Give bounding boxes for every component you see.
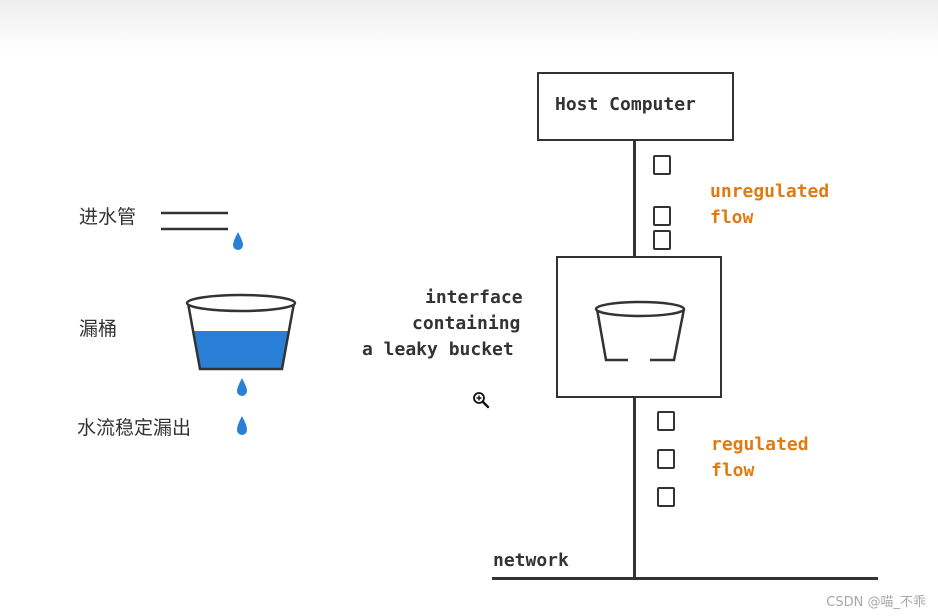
bucket-water <box>194 331 290 369</box>
outflow-drop-icon <box>237 416 247 435</box>
network-line <box>492 577 878 580</box>
leak-drop-icon <box>237 378 247 396</box>
network-label: network <box>493 550 569 571</box>
unregulated-flow-label-line1: unregulated <box>710 181 830 202</box>
top-gradient-band <box>0 0 938 52</box>
unregulated-packet <box>653 206 671 226</box>
regulated-packet <box>657 487 675 507</box>
regulated-flow-label-line2: flow <box>711 460 755 481</box>
bucket-rim <box>185 293 297 313</box>
zoom-in-icon[interactable] <box>472 391 490 409</box>
bucket-label: 漏桶 <box>79 318 118 340</box>
regulated-packet <box>657 411 675 431</box>
bucket-outline <box>186 302 296 371</box>
host-computer-label: Host Computer <box>555 94 696 115</box>
steady-outflow-label: 水流稳定漏出 <box>77 417 192 439</box>
unregulated-flow-label-line2: flow <box>710 207 754 228</box>
unregulated-packet <box>653 155 671 175</box>
interface-label-line1: interface <box>425 287 523 308</box>
lower-link-line <box>633 396 636 580</box>
regulated-packet <box>657 449 675 469</box>
host-computer-box <box>537 72 734 141</box>
interface-label-line2: containing <box>412 313 521 334</box>
interface-label-line3: a leaky bucket <box>362 339 514 360</box>
inlet-pipe-label: 进水管 <box>79 206 137 228</box>
interface-box <box>556 256 722 398</box>
csdn-watermark: CSDN @喵_不乖 <box>826 595 926 610</box>
regulated-flow-label-line1: regulated <box>711 434 809 455</box>
inlet-water-drop-icon <box>233 232 243 250</box>
upper-link-line <box>633 140 636 258</box>
unregulated-packet <box>653 230 671 250</box>
